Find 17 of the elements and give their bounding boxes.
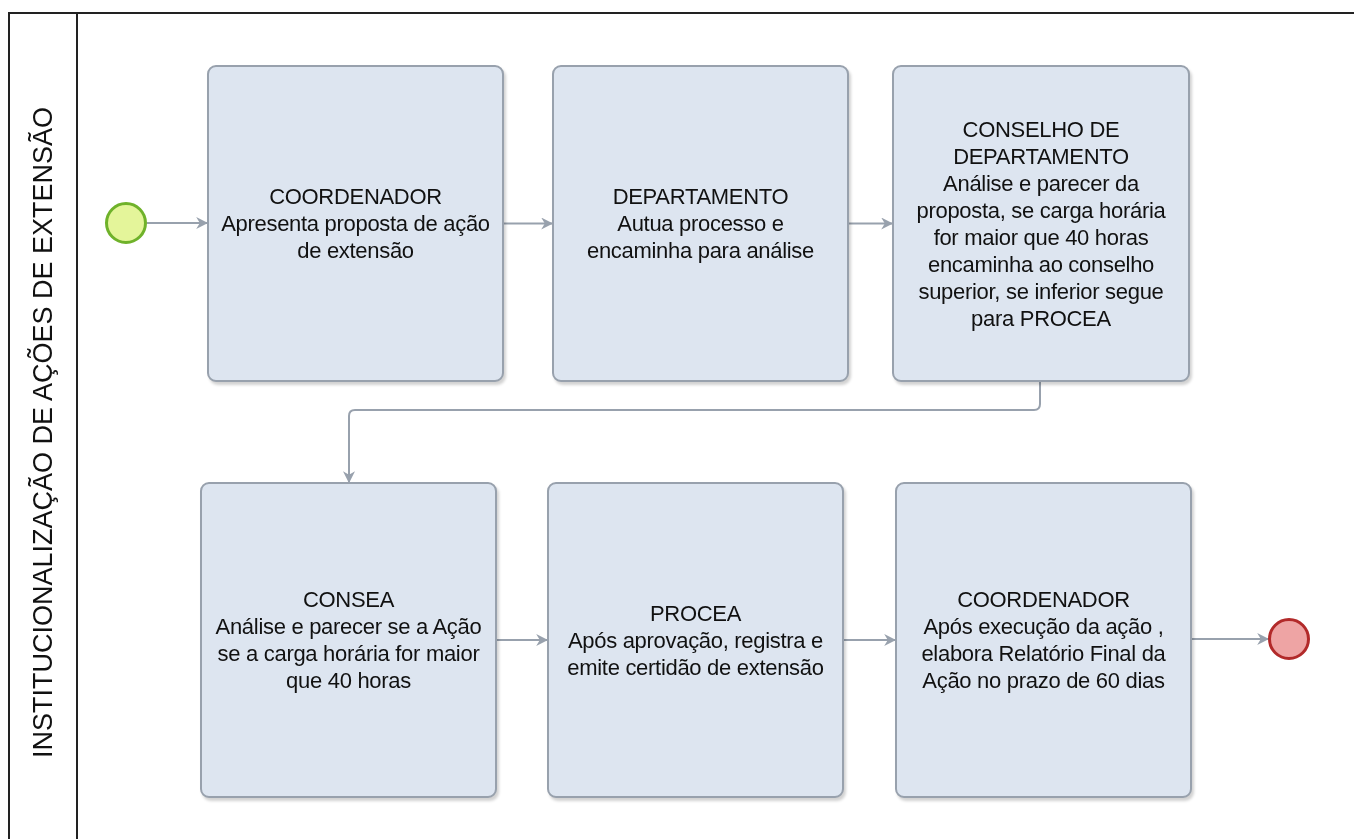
task-box: CONSEA Análise e parecer se a Ação se a carga horária for maior que 40 horas — [200, 482, 497, 798]
arrow — [496, 634, 549, 646]
arrow — [848, 217, 894, 230]
arrow — [843, 634, 897, 646]
arrow — [146, 217, 209, 229]
lane-label: INSTITUCIONALIZAÇÃO DE AÇÕES DE EXTENSÃO — [29, 105, 57, 760]
task-box: DEPARTAMENTO Autua processo e encaminha para análise — [552, 65, 849, 382]
task-box: COORDENADOR Apresenta proposta de ação de extensão — [207, 65, 504, 382]
arrow — [1191, 633, 1270, 645]
swimlane-pool — [8, 12, 1354, 839]
task-box: PROCEA Após aprovação, registra e emite certidão de extensão — [547, 482, 844, 798]
task-box: COORDENADOR Após execução da ação , elabora Relatório Final da Ação no prazo de 60 dias — [895, 482, 1192, 798]
start-event-circle — [105, 202, 147, 244]
arrow — [503, 217, 554, 230]
end-event-circle — [1268, 618, 1310, 660]
arrow — [343, 381, 1041, 484]
task-box: CONSELHO DE DEPARTAMENTO Análise e parecer da proposta, se carga horária for maior que 40 horas encaminha ao conselho superior, se inferior segue para PROCEA — [892, 65, 1190, 382]
